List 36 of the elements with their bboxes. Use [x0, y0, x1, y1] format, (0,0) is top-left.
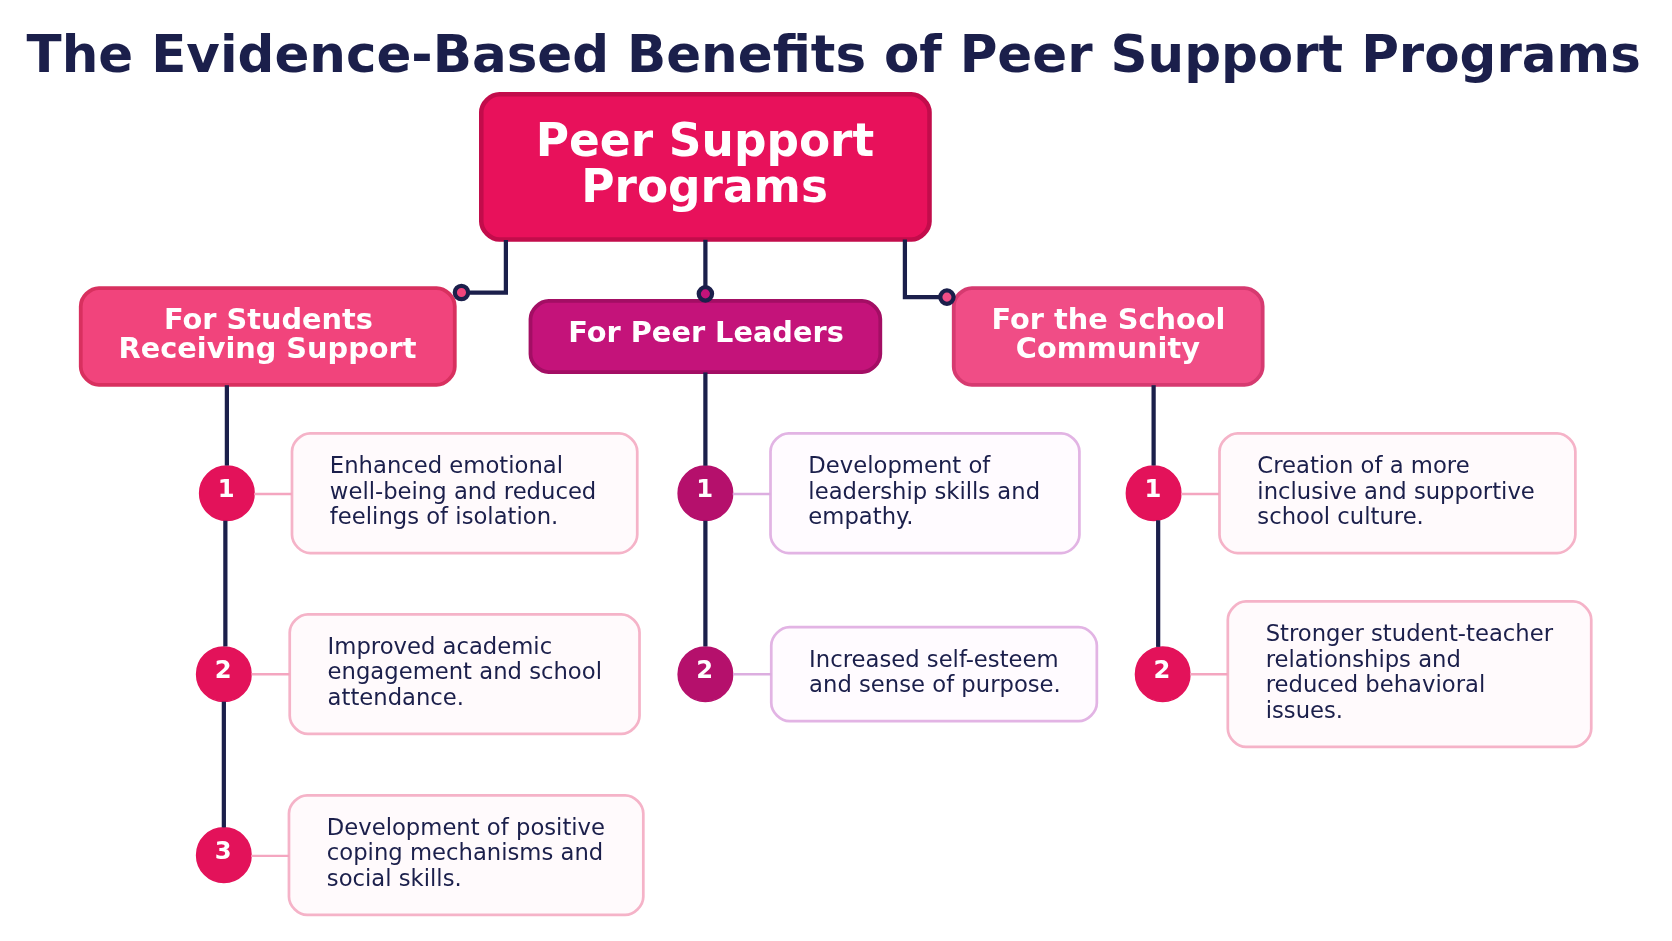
node-circle: 2 — [195, 646, 252, 703]
node-circle: 2 — [677, 646, 734, 703]
connector — [696, 239, 715, 303]
connector — [1156, 520, 1161, 647]
connector — [224, 385, 229, 466]
connector — [1181, 492, 1220, 496]
node-circle: 1 — [198, 465, 255, 522]
connector — [703, 372, 708, 466]
node-box: Development of leadership skills and empathy. — [769, 432, 1081, 555]
node-box: For Students Receiving Support — [78, 286, 457, 387]
diagram-title: The Evidence-Based Benefits of Peer Support Programs — [26, 23, 1641, 84]
connector — [703, 520, 708, 647]
node-box: For the School Community — [951, 286, 1265, 387]
connector — [251, 854, 289, 858]
node-box: Increased self-esteem and sense of purpose. — [769, 625, 1099, 723]
node-box: Enhanced emotional well-being and reduced feelings of isolation. — [290, 432, 639, 555]
connector — [254, 492, 292, 496]
node-box: Peer Support Programs — [479, 91, 932, 242]
node-circle: 1 — [1125, 465, 1182, 522]
connector — [732, 492, 771, 496]
node-box: For Peer Leaders — [528, 299, 883, 374]
node-box: Improved academic engagement and school attendance. — [288, 613, 641, 736]
connector — [732, 672, 772, 676]
node-box: Creation of a more inclusive and supportive school culture. — [1218, 432, 1577, 555]
connector — [251, 672, 290, 676]
node-circle: 1 — [677, 465, 734, 522]
connector — [1151, 385, 1156, 466]
connector — [1190, 672, 1228, 676]
node-circle: 3 — [195, 827, 252, 884]
node-circle: 2 — [1134, 646, 1191, 703]
connector — [452, 240, 508, 302]
node-box: Development of positive coping mechanisms and social skills. — [287, 793, 645, 917]
connector — [902, 239, 956, 306]
connector — [223, 520, 228, 647]
connector — [221, 701, 226, 828]
node-box: Stronger student-teacher relationships and reduced behavioral issues. — [1226, 600, 1593, 749]
